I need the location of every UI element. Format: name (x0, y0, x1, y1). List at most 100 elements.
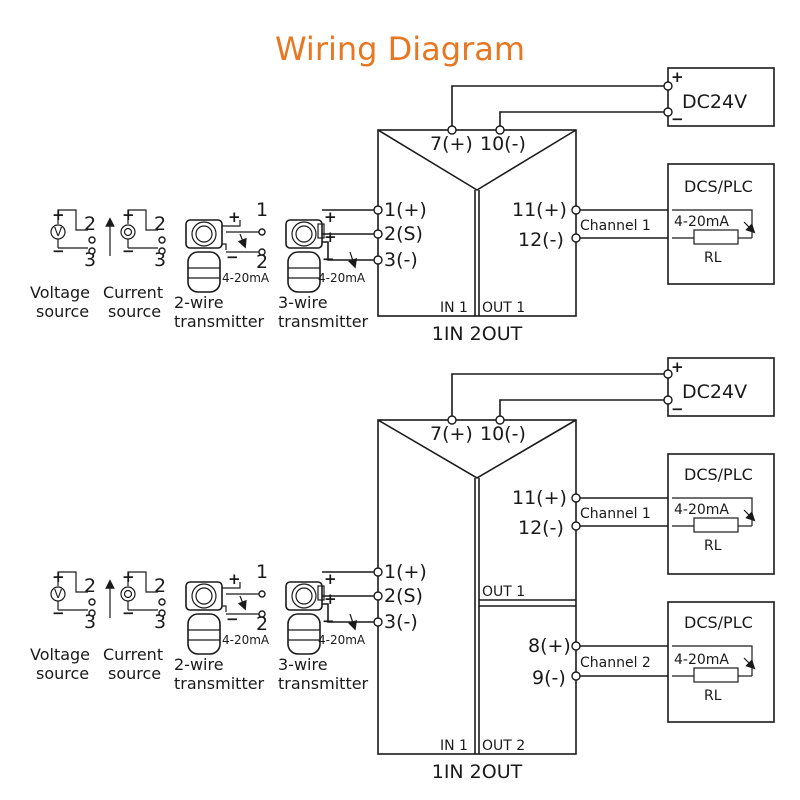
svg-text:RL: RL (704, 538, 722, 554)
source-transmitter-group: + V − 2 3 Voltage source + (30, 199, 369, 331)
svg-text:2: 2 (154, 213, 166, 235)
module-model: 1IN 2OUT (432, 761, 523, 783)
svg-text:3-wire: 3-wire (278, 655, 328, 674)
svg-text:Channel 2: Channel 2 (580, 655, 651, 671)
page-title: Wiring Diagram (275, 30, 525, 68)
dcs-plc-box (667, 163, 775, 285)
two-wire-transmitter: + − 1 2 4-20mA 2-wire transmitter (174, 199, 270, 331)
svg-text:DC24V: DC24V (682, 91, 747, 113)
svg-text:3(-): 3(-) (384, 249, 418, 271)
svg-text:1(+): 1(+) (384, 199, 427, 221)
resistor-rl (693, 517, 739, 533)
svg-text:2(S): 2(S) (384, 223, 423, 245)
svg-text:4-20mA: 4-20mA (674, 652, 729, 668)
svg-text:1: 1 (256, 561, 268, 583)
svg-text:+: + (324, 590, 337, 608)
svg-text:4-20mA: 4-20mA (674, 214, 729, 230)
svg-text:12(-): 12(-) (518, 229, 564, 251)
svg-text:Channel 1: Channel 1 (580, 218, 651, 234)
svg-text:4-20mA: 4-20mA (674, 502, 729, 518)
svg-text:RL: RL (704, 688, 722, 704)
current-source: + − 2 3 Current source (103, 206, 166, 321)
svg-text:2: 2 (256, 613, 268, 635)
dcs-plc-box (667, 453, 775, 575)
svg-text:2(S): 2(S) (384, 585, 423, 607)
svg-text:DCS/PLC: DCS/PLC (684, 177, 753, 196)
current-source-icon (120, 586, 136, 602)
voltage-source: + V − 2 3 Voltage source (30, 568, 96, 683)
svg-text:transmitter: transmitter (174, 674, 265, 693)
three-wire-transmitter: + + − 4-20mA 3-wire transmitter (278, 570, 369, 693)
dcs-plc-box (667, 601, 775, 723)
module-bottom: DC24V + − 7(+) 10(-) 1(+) 2(S) 3(-) 11(+… (30, 357, 775, 783)
svg-text:2: 2 (84, 575, 96, 597)
svg-text:9(-): 9(-) (532, 667, 566, 689)
svg-text:−: − (671, 110, 684, 128)
svg-text:4-20mA: 4-20mA (222, 271, 270, 285)
svg-text:−: − (322, 250, 335, 268)
svg-text:2: 2 (84, 213, 96, 235)
resistor-rl (693, 229, 739, 245)
svg-text:Voltage: Voltage (30, 283, 90, 302)
svg-text:−: − (52, 242, 65, 260)
svg-text:+: + (324, 228, 337, 246)
svg-text:source: source (108, 664, 161, 683)
svg-text:1: 1 (256, 199, 268, 221)
svg-text:transmitter: transmitter (278, 674, 369, 693)
svg-text:−: − (122, 604, 135, 622)
svg-text:−: − (322, 612, 335, 630)
svg-text:V: V (54, 587, 63, 601)
source-transmitter-group: + V − 2 3 Voltage source + (30, 561, 369, 693)
svg-text:11(+): 11(+) (512, 487, 567, 509)
svg-text:+: + (228, 208, 241, 226)
svg-text:+: + (671, 358, 684, 376)
dc-supply-box (667, 67, 775, 127)
svg-text:RL: RL (704, 250, 722, 266)
svg-text:−: − (226, 610, 239, 628)
two-wire-transmitter: + − 1 2 4-20mA 2-wire transmitter (174, 561, 270, 693)
current-source-icon (120, 224, 136, 240)
svg-text:1(+): 1(+) (384, 561, 427, 583)
svg-text:source: source (36, 302, 89, 321)
svg-text:2-wire: 2-wire (174, 655, 224, 674)
svg-text:DCS/PLC: DCS/PLC (684, 613, 753, 632)
svg-text:OUT 2: OUT 2 (482, 738, 525, 754)
svg-text:+: + (671, 68, 684, 86)
svg-text:11(+): 11(+) (512, 199, 567, 221)
svg-text:IN 1: IN 1 (440, 300, 468, 316)
svg-text:4-20mA: 4-20mA (318, 271, 366, 285)
svg-text:12(-): 12(-) (518, 517, 564, 539)
isolator-module (377, 129, 577, 317)
svg-text:+: + (228, 570, 241, 588)
svg-text:4-20mA: 4-20mA (318, 633, 366, 647)
svg-text:DC24V: DC24V (682, 381, 747, 403)
svg-text:8(+): 8(+) (528, 635, 571, 657)
svg-text:3(-): 3(-) (384, 611, 418, 633)
svg-text:DCS/PLC: DCS/PLC (684, 465, 753, 484)
svg-text:OUT 1: OUT 1 (482, 300, 525, 316)
svg-text:4-20mA: 4-20mA (222, 633, 270, 647)
current-source: + − 2 3 Current source (103, 568, 166, 683)
isolator-module (377, 419, 577, 755)
svg-text:Voltage: Voltage (30, 645, 90, 664)
resistor-rl (693, 667, 739, 683)
svg-text:Current: Current (103, 283, 163, 302)
module-top: DC24V + − 7(+) 10(-) 1(+) 2(S) 3(-) 11(+… (30, 67, 775, 345)
svg-text:−: − (671, 400, 684, 418)
svg-text:−: − (52, 604, 65, 622)
svg-text:−: − (226, 248, 239, 266)
svg-text:2-wire: 2-wire (174, 293, 224, 312)
svg-text:2: 2 (154, 575, 166, 597)
svg-text:2: 2 (256, 251, 268, 273)
voltage-source: + V − 2 3 Voltage source (30, 206, 96, 321)
svg-text:source: source (36, 664, 89, 683)
svg-text:7(+): 7(+) (430, 423, 473, 445)
svg-text:3-wire: 3-wire (278, 293, 328, 312)
svg-text:−: − (122, 242, 135, 260)
svg-text:10(-): 10(-) (480, 133, 526, 155)
module-model: 1IN 2OUT (432, 323, 523, 345)
dc-supply-box (667, 357, 775, 417)
three-wire-transmitter: + + − 4-20mA 3-wire transmitter (278, 208, 369, 331)
svg-text:IN 1: IN 1 (440, 738, 468, 754)
